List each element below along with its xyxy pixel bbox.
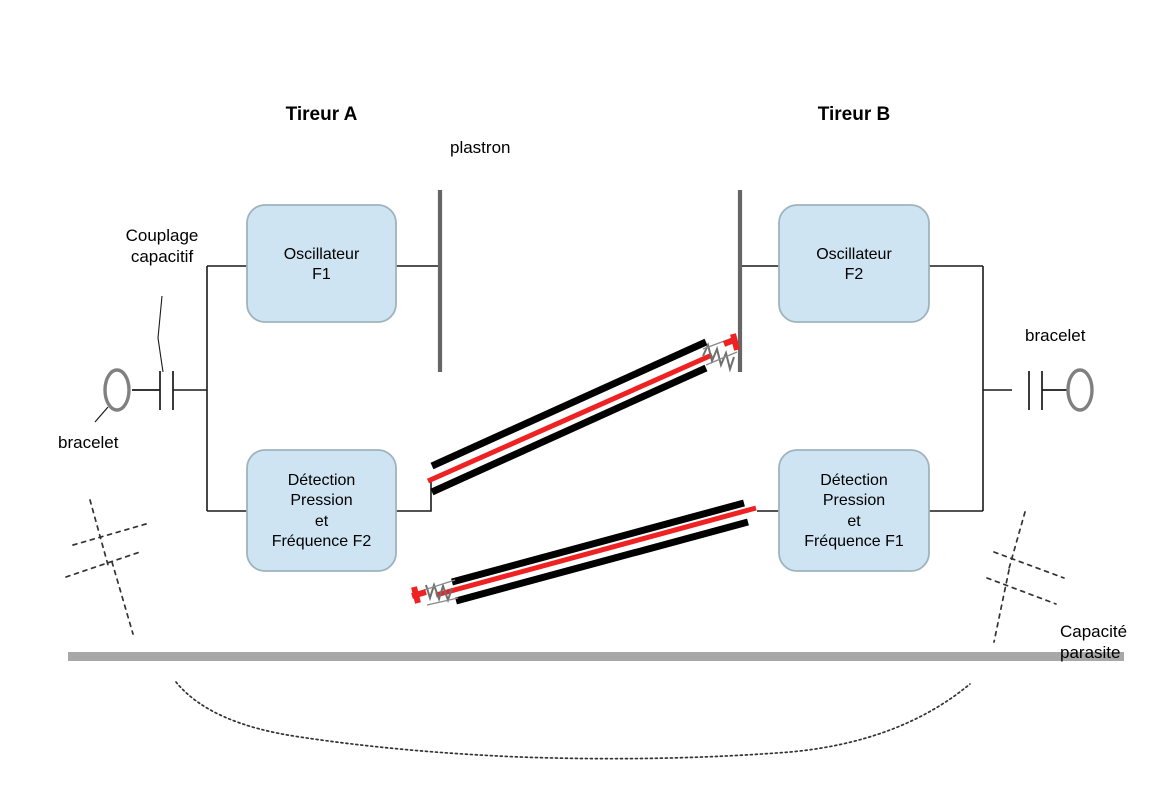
bracelet-left-label: bracelet bbox=[58, 433, 119, 452]
couplage-leader-line bbox=[157, 295, 164, 373]
capacitor-right-icon bbox=[1028, 371, 1068, 410]
epee-blade-lower-icon bbox=[411, 499, 757, 606]
detection-a-box-shape bbox=[246, 449, 397, 572]
title-tireur-b: Tireur B bbox=[817, 104, 891, 125]
epee-blade-upper-icon bbox=[426, 333, 740, 496]
dotted-return-path-icon bbox=[175, 681, 971, 760]
capacitor-left-icon bbox=[132, 371, 174, 410]
bracelet-left-icon bbox=[94, 368, 131, 423]
plastron-label: plastron bbox=[450, 138, 511, 157]
title-tireur-a: Tireur A bbox=[285, 104, 358, 125]
plastron-bars bbox=[437, 190, 743, 372]
ground-piste-bar bbox=[68, 652, 1124, 661]
capacite-parasite-label: Capacité parasite bbox=[1060, 622, 1128, 662]
parasitic-capacitor-left-icon bbox=[65, 499, 147, 635]
couplage-capacitif-label: Couplage capacitif bbox=[125, 226, 199, 266]
detection-b-box-shape bbox=[778, 449, 930, 572]
oscillator-a-box-shape bbox=[246, 204, 397, 323]
bracelet-right-icon bbox=[1066, 368, 1094, 412]
wiring-left bbox=[173, 265, 440, 512]
bracelet-right-label: bracelet bbox=[1025, 326, 1086, 345]
box-shapes bbox=[246, 204, 930, 572]
oscillator-b-box-shape bbox=[778, 204, 930, 323]
wiring-right bbox=[740, 265, 1012, 512]
wire-left-det-out bbox=[396, 481, 432, 512]
parasitic-capacitor-right-icon bbox=[986, 511, 1065, 643]
